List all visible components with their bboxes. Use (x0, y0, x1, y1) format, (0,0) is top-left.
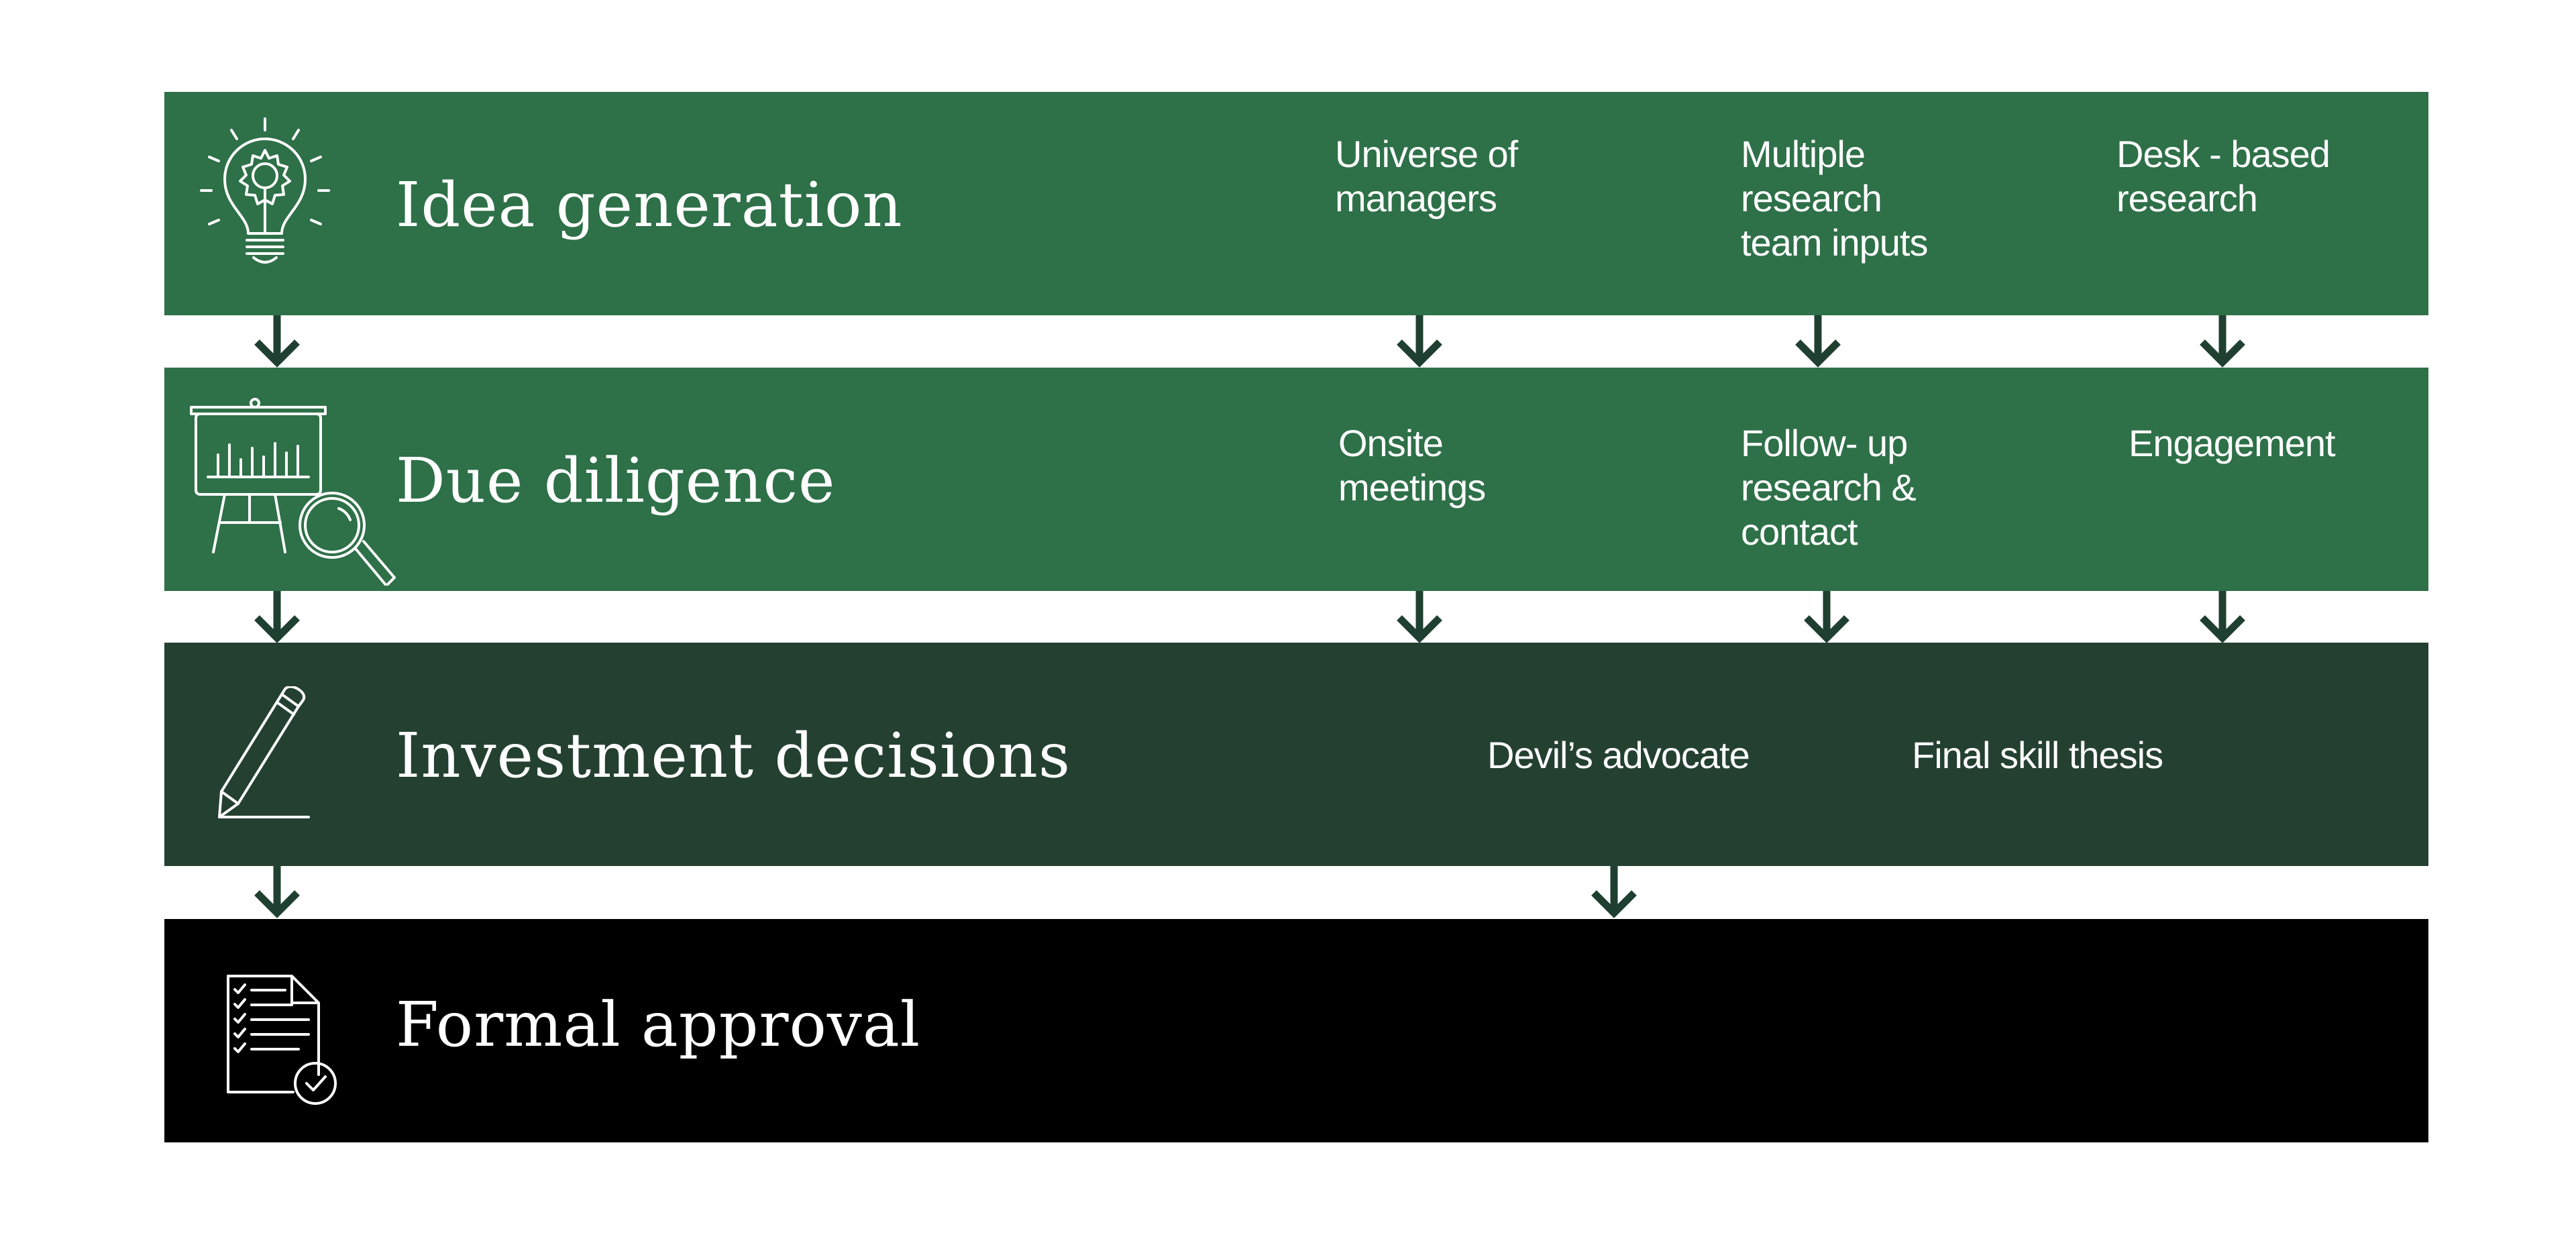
down-arrow-icon (252, 591, 303, 645)
pencil-icon (218, 686, 319, 827)
down-arrow-icon (2197, 315, 2248, 369)
stage-due-diligence: Due diligence Onsite meetings Follow- up… (164, 368, 2428, 591)
stage-title: Due diligence (396, 445, 836, 517)
presentation-magnifier-icon (188, 398, 396, 586)
down-arrow-icon (1792, 315, 1843, 369)
stage-item: Engagement (2129, 422, 2336, 464)
stage-title: Investment decisions (396, 720, 1071, 792)
stage-title: Formal approval (396, 989, 921, 1061)
stage-item: Multiple research team inputs (1741, 133, 1928, 264)
stage-idea-generation: Idea generation Universe of managers Mul… (164, 92, 2428, 315)
down-arrow-icon (252, 315, 303, 369)
checklist-document-icon (225, 973, 339, 1107)
down-arrow-icon (252, 866, 303, 920)
stage-item: Universe of managers (1335, 133, 1518, 219)
down-arrow-icon (1394, 591, 1445, 645)
stage-formal-approval: Formal approval (164, 919, 2428, 1142)
stage-investment-decisions: Investment decisions Devil’s advocate Fi… (164, 643, 2428, 866)
down-arrow-icon (1801, 591, 1852, 645)
stage-title: Idea generation (396, 169, 903, 241)
stage-item: Desk - based research (2116, 133, 2330, 219)
stage-item: Final skill thesis (1912, 734, 2163, 776)
lightbulb-gear-icon (195, 115, 335, 270)
stage-item: Follow- up research & contact (1741, 422, 1917, 553)
stage-item: Devil’s advocate (1487, 734, 1750, 776)
down-arrow-icon (2197, 591, 2248, 645)
down-arrow-icon (1394, 315, 1445, 369)
down-arrow-icon (1589, 866, 1640, 920)
stage-item: Onsite meetings (1338, 422, 1486, 508)
